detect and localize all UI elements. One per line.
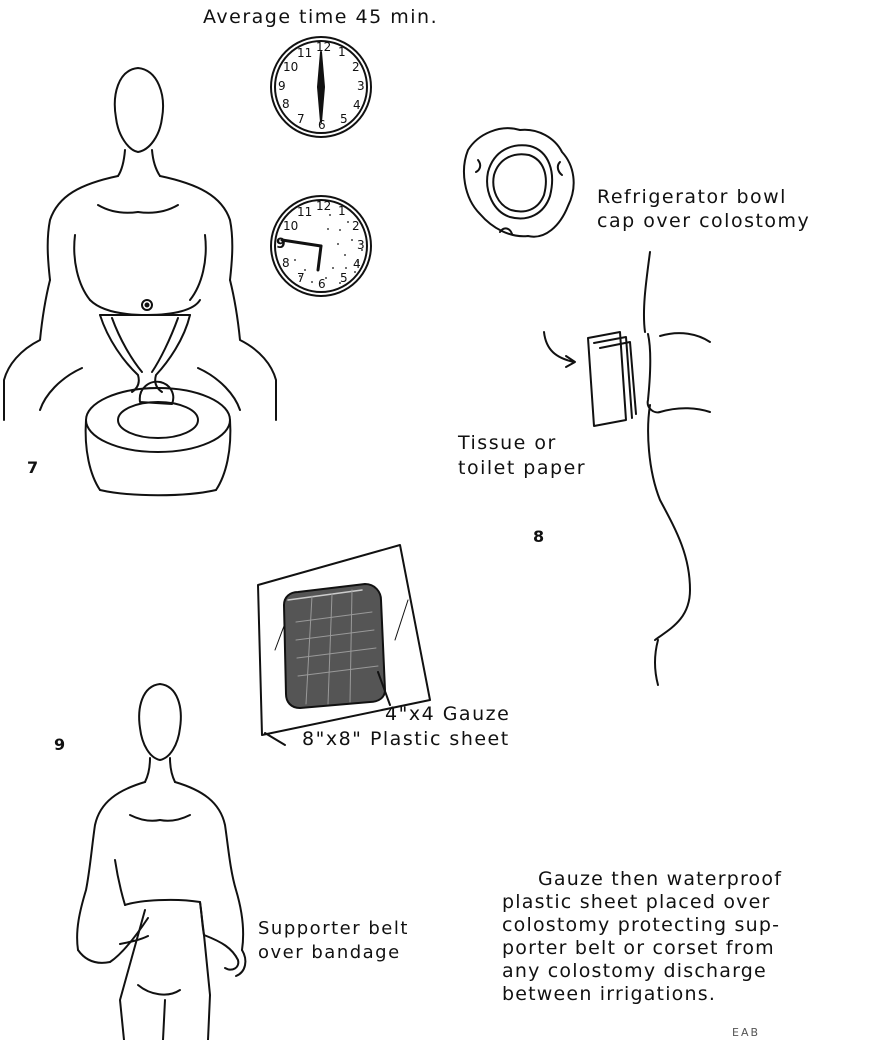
clock1-numeral-4: 4	[353, 98, 361, 112]
gauze-label: 4"x4 Gauze	[385, 703, 510, 725]
artist-signature: EAB	[732, 1026, 760, 1039]
clock1-numeral-3: 3	[357, 79, 365, 93]
clock2-numeral-12: 12	[316, 199, 331, 213]
belt-label-line1: Supporter belt	[258, 918, 409, 939]
clock1-numeral-12: 12	[316, 40, 331, 54]
figure-8-side-profile	[644, 252, 710, 685]
note-line-3: colostomy protecting sup-	[502, 914, 780, 937]
clock1-numeral-1: 1	[338, 45, 346, 59]
plastic-leader-line	[265, 733, 285, 745]
clock1-numeral-10: 10	[283, 60, 298, 74]
belt-label-line2: over bandage	[258, 942, 401, 963]
tissue-label-line2: toilet paper	[458, 457, 586, 479]
note-line-1: Gauze then waterproof	[538, 868, 782, 891]
clock2-numeral-8: 8	[282, 256, 290, 270]
clock1-numeral-11: 11	[297, 46, 312, 60]
note-line-6: between irrigations.	[502, 983, 716, 1006]
bowl-cap-label-line1: Refrigerator bowl	[597, 186, 787, 208]
average-time-caption: Average time 45 min.	[203, 6, 438, 28]
arrow-to-tissue	[544, 332, 575, 367]
clock1-numeral-5: 5	[340, 112, 348, 126]
clock1-numeral-7: 7	[297, 112, 305, 126]
clock1-numeral-9: 9	[278, 79, 286, 93]
clock2-numeral-11: 11	[297, 205, 312, 219]
clock2-numeral-1: 1	[338, 204, 346, 218]
clock2-numeral-4: 4	[353, 257, 361, 271]
clock2-numeral-2: 2	[352, 219, 360, 233]
note-line-5: any colostomy discharge	[502, 960, 767, 983]
clock2-numeral-7: 7	[297, 271, 305, 285]
figure-9-standing-man	[77, 684, 245, 1040]
clock2-numeral-9: 9	[276, 236, 286, 252]
clock2-numeral-3: 3	[357, 238, 365, 252]
clock1-numeral-8: 8	[282, 97, 290, 111]
note-line-2: plastic sheet placed over	[502, 891, 771, 914]
clock2-numeral-6: 6	[318, 277, 326, 291]
tissue-label-line1: Tissue or	[458, 432, 557, 454]
clock1-numeral-6: 6	[318, 118, 326, 132]
gauze-pad-drawing	[284, 584, 385, 708]
step-number-8: 8	[533, 527, 544, 546]
plastic-sheet-label: 8"x8" Plastic sheet	[302, 728, 510, 750]
note-line-4: porter belt or corset from	[502, 937, 775, 960]
step-number-9: 9	[54, 735, 65, 754]
clock2-numeral-10: 10	[283, 219, 298, 233]
tissue-drawing	[588, 332, 636, 426]
bowl-cap-label-line2: cap over colostomy	[597, 210, 810, 232]
step-number-7: 7	[27, 458, 38, 477]
bowl-cap-drawing	[464, 128, 574, 236]
figure-7-seated-man	[4, 68, 276, 495]
clock1-numeral-2: 2	[352, 60, 360, 74]
clock2-numeral-5: 5	[340, 271, 348, 285]
